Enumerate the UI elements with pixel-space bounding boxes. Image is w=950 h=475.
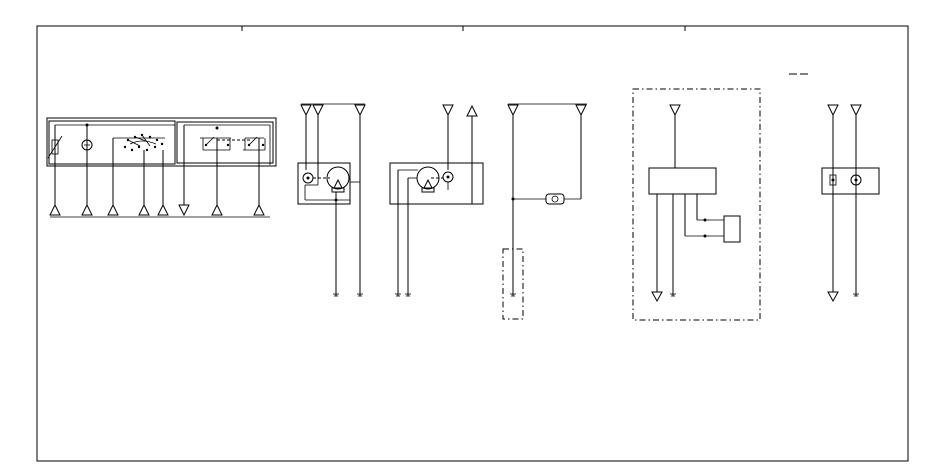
- diagram-frame: [36, 25, 909, 462]
- motor-icon: [442, 171, 454, 183]
- switch-pair-icon: [200, 136, 266, 151]
- control-module: [632, 88, 761, 321]
- switch-panel: [46, 117, 277, 218]
- motor-unit-left: [297, 103, 366, 297]
- relay-box-icon: [723, 215, 741, 243]
- multi-switch-icon: [113, 133, 165, 152]
- switch-icon: [829, 174, 837, 186]
- ground-icon: [670, 293, 676, 297]
- ground-icon: [333, 293, 363, 297]
- sensor-icon: [545, 193, 565, 205]
- control-unit-icon: [648, 167, 717, 195]
- ground-icon: [395, 293, 411, 297]
- ground-icon: [853, 293, 859, 297]
- fan-motor-icon: [326, 166, 350, 193]
- connector-row: [49, 203, 270, 218]
- motor-unit-right: [389, 104, 484, 297]
- sensor-circuit: [502, 103, 587, 320]
- variable-resistor-icon: [47, 135, 63, 159]
- right-component: [821, 104, 880, 303]
- ground-icon: [510, 293, 516, 297]
- motor-icon: [81, 139, 93, 151]
- fan-motor-icon: [416, 166, 440, 193]
- motor-icon: [302, 172, 314, 184]
- lamp-icon: [850, 174, 862, 186]
